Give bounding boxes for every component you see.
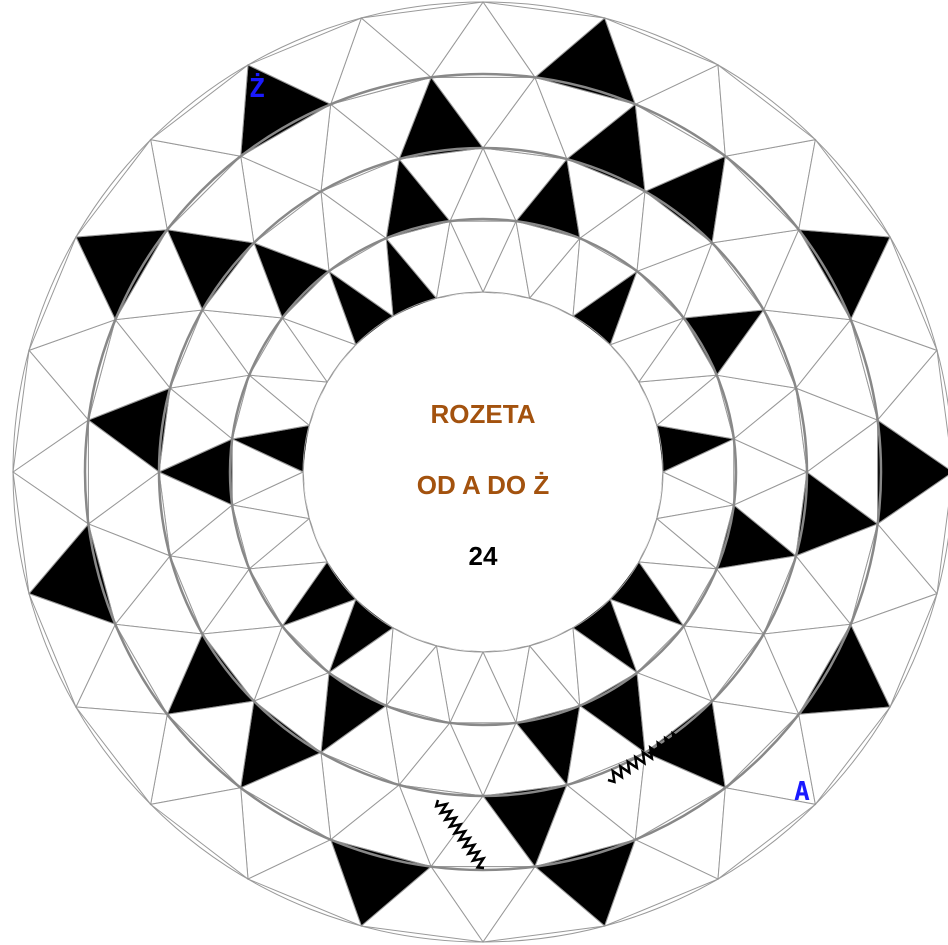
white-cell[interactable] — [718, 65, 815, 156]
puzzle-number: 24 — [469, 541, 498, 571]
white-cell[interactable] — [799, 707, 890, 804]
white-cell[interactable] — [76, 707, 167, 804]
puzzle-subtitle: OD A DO Ż — [417, 470, 550, 500]
white-cell[interactable] — [151, 65, 248, 156]
white-cell[interactable] — [76, 140, 167, 237]
puzzle-title: ROZETA — [431, 399, 536, 429]
end-label: Ż — [249, 72, 265, 104]
start-label: A — [794, 777, 810, 807]
white-cell[interactable] — [799, 140, 890, 237]
white-cell[interactable] — [151, 788, 248, 879]
